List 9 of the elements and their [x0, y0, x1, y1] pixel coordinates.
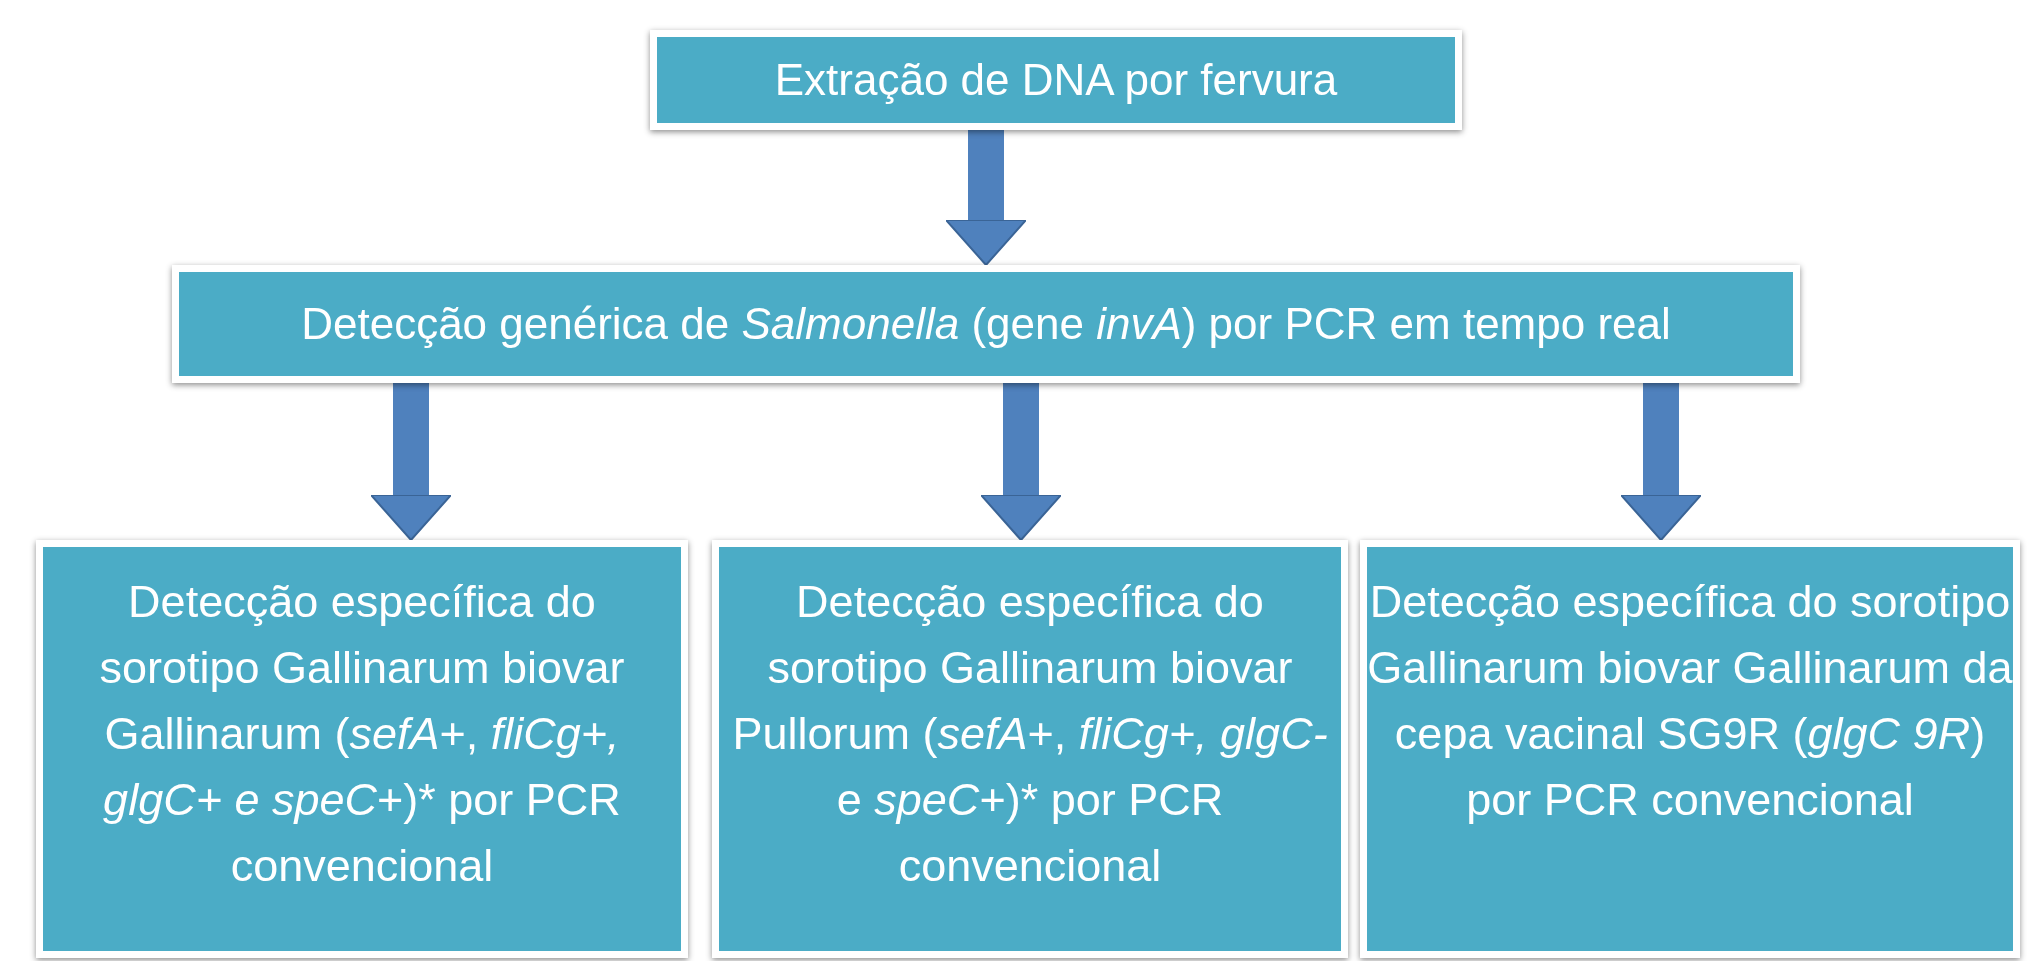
- step-text: Extração de DNA por fervura: [774, 54, 1338, 106]
- block-arrow: [370, 383, 452, 541]
- step-text: Detecção específica do sorotipo Gallinarum biovar Gallinarum da cepa vacinal SG9R (glgC 9R) por PCR convencional: [1367, 575, 2013, 827]
- block-arrow: [980, 383, 1062, 541]
- step-text: Detecção específica do sorotipo Gallinarum biovar Pullorum (sefA+, fliCg+, glgC- e speC+)* por PCR convencional: [731, 575, 1329, 893]
- step-text: Detecção genérica de Salmonella (gene invA) por PCR em tempo real: [301, 298, 1671, 350]
- block-arrow: [1620, 383, 1702, 541]
- block-arrow: [945, 130, 1027, 266]
- step-text: Detecção específica do sorotipo Gallinarum biovar Gallinarum (sefA+, fliCg+, glgC+ e speC+)* por PCR convencional: [98, 575, 626, 893]
